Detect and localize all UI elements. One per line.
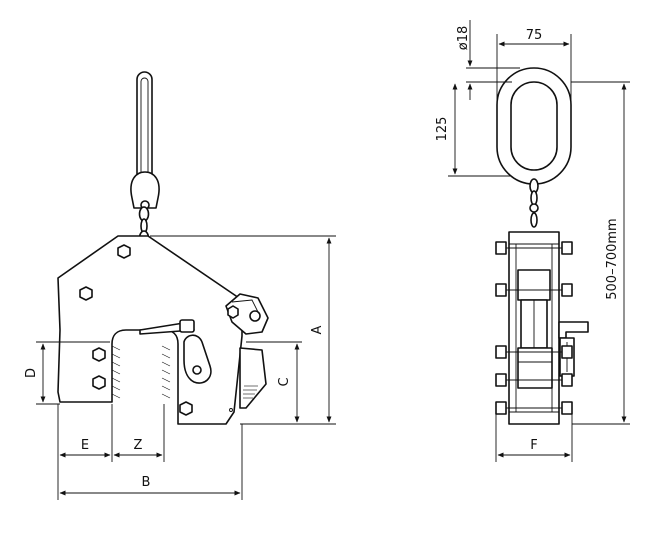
dim-E: E xyxy=(81,438,89,453)
dim-B: B xyxy=(142,475,151,490)
side-view-dimensions: A C D E Z B xyxy=(24,235,336,500)
cam-arm xyxy=(183,334,212,384)
front-lever xyxy=(558,321,589,339)
shackle xyxy=(130,171,160,209)
dim-link-height: 125 xyxy=(435,117,450,142)
dim-overall-length: 500–700mm xyxy=(605,218,620,299)
dim-F: F xyxy=(530,438,537,453)
side-bolts xyxy=(79,244,239,416)
front-view xyxy=(495,67,589,425)
master-link xyxy=(496,67,572,185)
dim-A: A xyxy=(310,325,325,334)
front-bolts xyxy=(495,241,573,415)
dim-link-wire: ø18 xyxy=(456,26,471,51)
front-view-dimensions: ø18 75 125 500–700mm F xyxy=(435,20,630,462)
pivot-bracket xyxy=(225,293,269,335)
jaw-pad-right xyxy=(161,345,171,399)
rear-jaw xyxy=(239,347,267,409)
front-chain xyxy=(529,178,539,228)
dim-D: D xyxy=(24,368,39,378)
dim-Z: Z xyxy=(134,438,143,453)
dim-C: C xyxy=(277,377,292,386)
jaw-pad-left xyxy=(111,345,121,399)
side-view xyxy=(57,71,269,425)
dim-link-width: 75 xyxy=(526,28,543,43)
